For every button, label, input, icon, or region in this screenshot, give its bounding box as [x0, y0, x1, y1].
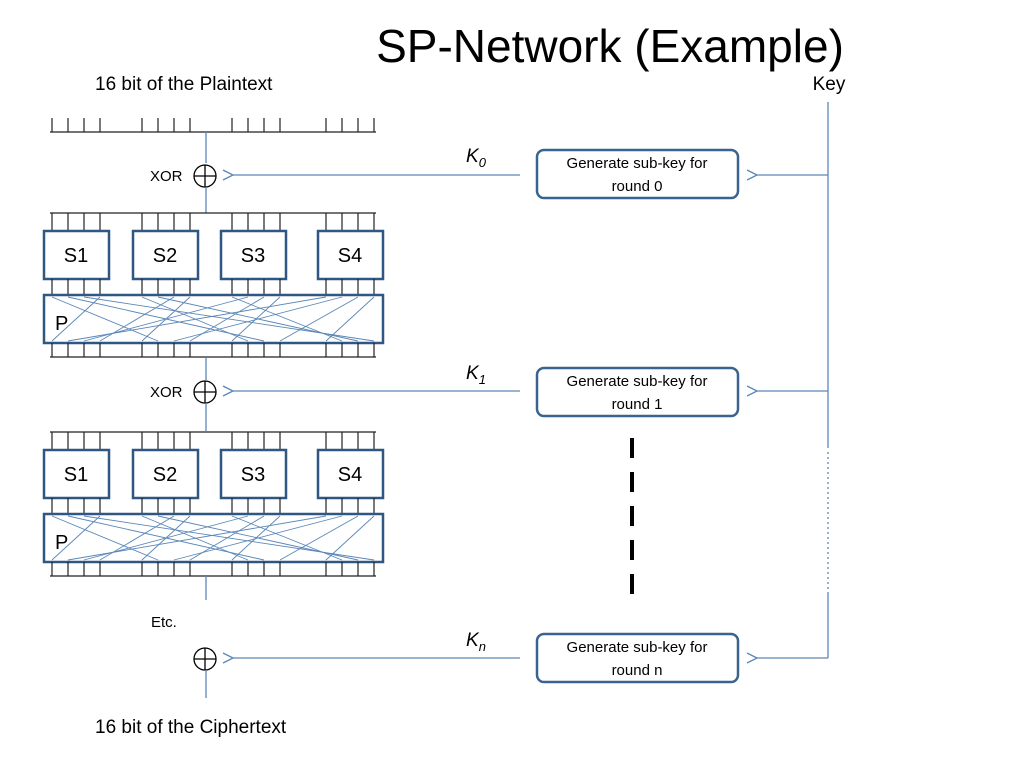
sbox-4-round-2: S4: [316, 448, 385, 500]
svg-text:S2: S2: [153, 464, 177, 486]
sbox-4-round-1: S4: [316, 229, 385, 281]
pbox-round-1: P: [42, 293, 385, 345]
svg-text:Generate sub-key for: Generate sub-key for: [567, 155, 708, 172]
svg-text:Generate sub-key for: Generate sub-key for: [567, 373, 708, 390]
subkey-label-1: K1: [466, 363, 486, 387]
round-block-2: S1 S2 S3 S4P: [42, 431, 385, 577]
plaintext-label: 16 bit of the Plaintext: [95, 74, 273, 95]
xor-label-1: XOR: [150, 384, 183, 401]
svg-text:S1: S1: [64, 464, 88, 486]
round-block-1: S1 S2 S3 S4P: [42, 212, 385, 358]
xor-symbol-n: [193, 647, 217, 671]
page-title: SP-Network (Example): [376, 20, 844, 72]
sbox-2-round-2: S2: [131, 448, 200, 500]
svg-text:S3: S3: [241, 245, 265, 267]
xor-symbol-1: [193, 380, 217, 404]
svg-text:Generate sub-key for: Generate sub-key for: [567, 639, 708, 656]
sbox-3-round-1: S3: [219, 229, 288, 281]
ciphertext-label: 16 bit of the Ciphertext: [95, 717, 287, 738]
xor-label-0: XOR: [150, 168, 183, 185]
subkey-label-n: Kn: [466, 630, 486, 654]
sbox-3-round-2: S3: [219, 448, 288, 500]
subkey-label-0: K0: [466, 146, 487, 170]
etc-label: Etc.: [151, 614, 177, 631]
svg-text:S1: S1: [64, 245, 88, 267]
subkey-generator-n: Generate sub-key for round n: [535, 632, 740, 684]
svg-text:round n: round n: [612, 662, 663, 679]
svg-text:round 1: round 1: [612, 396, 663, 413]
plaintext-bits: [50, 118, 376, 133]
svg-text:S3: S3: [241, 464, 265, 486]
sbox-1-round-1: S1: [42, 229, 111, 281]
key-label: Key: [813, 74, 846, 95]
subkey-generator-0: Generate sub-key for round 0: [535, 148, 740, 200]
svg-text:S4: S4: [338, 245, 362, 267]
pbox-round-2: P: [42, 512, 385, 564]
svg-text:S4: S4: [338, 464, 362, 486]
sbox-1-round-2: S1: [42, 448, 111, 500]
svg-text:round 0: round 0: [612, 178, 663, 195]
xor-symbol-0: [193, 164, 217, 188]
subkey-generator-1: Generate sub-key for round 1: [535, 366, 740, 418]
svg-text:P: P: [55, 313, 68, 335]
svg-text:S2: S2: [153, 245, 177, 267]
svg-text:P: P: [55, 532, 68, 554]
sbox-2-round-1: S2: [131, 229, 200, 281]
